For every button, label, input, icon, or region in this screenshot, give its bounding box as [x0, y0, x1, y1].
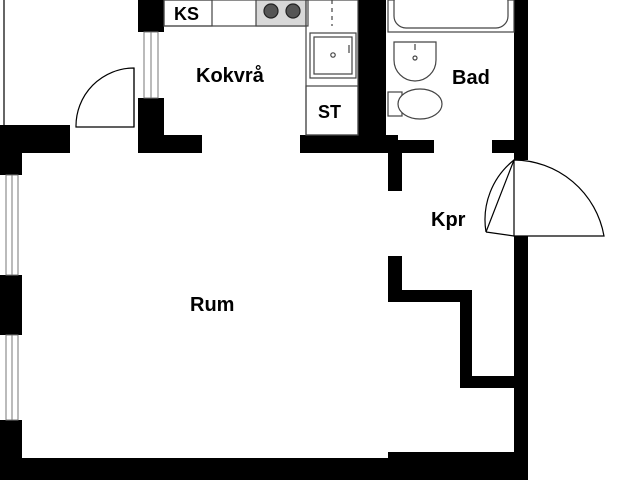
windows — [5, 31, 159, 421]
wardrobe-label: ST — [318, 102, 341, 122]
walls — [0, 0, 528, 480]
washbasin-drain — [412, 55, 418, 61]
kitchen-left-wall — [138, 0, 164, 32]
entrance-door-swing — [75, 67, 135, 128]
bathtub-inner — [393, 0, 509, 29]
stove-burner-left — [263, 3, 279, 19]
right-exterior-wall-top — [514, 0, 528, 160]
right-exterior-wall-bottom — [514, 236, 528, 480]
fridge-label: KS — [174, 4, 199, 24]
closet-partition-top — [388, 153, 402, 191]
closet-partition-bottom — [460, 376, 520, 388]
toilet-bowl — [397, 88, 443, 120]
entry-wall-left — [0, 125, 70, 153]
closet-door-leaf-a — [485, 159, 515, 233]
closet-partition-lower — [460, 290, 472, 388]
sink-basin-inner — [313, 36, 353, 75]
partitions — [388, 153, 520, 388]
living-room-label: Rum — [190, 294, 234, 316]
wardrobe-box — [305, 85, 359, 136]
closet-partition-step — [388, 290, 472, 302]
closet-door-leaf-b — [485, 231, 515, 237]
kitchen-label: Kokvrå — [196, 64, 265, 87]
bottom-wall-thick — [388, 452, 528, 480]
sink-basin-outer — [309, 32, 357, 79]
stove-burner-right — [285, 3, 301, 19]
bath-left-wall — [358, 0, 386, 153]
kitchen-bottom-wall-left — [138, 135, 202, 153]
fridge-box — [163, 0, 213, 27]
closet-door-arc-b — [484, 159, 515, 233]
left-exterior-wall-middle — [0, 275, 22, 335]
kitchen-fixtures — [163, 0, 359, 136]
doors — [75, 67, 605, 237]
washbasin — [393, 41, 437, 82]
bath-bottom-wall-left — [386, 140, 434, 153]
sink-drain — [330, 52, 336, 58]
closet-label: Kpr — [431, 209, 466, 231]
bathroom-label: Bad — [452, 67, 490, 89]
bathroom-fixtures — [387, 0, 515, 120]
closet-door-swing — [513, 159, 605, 237]
